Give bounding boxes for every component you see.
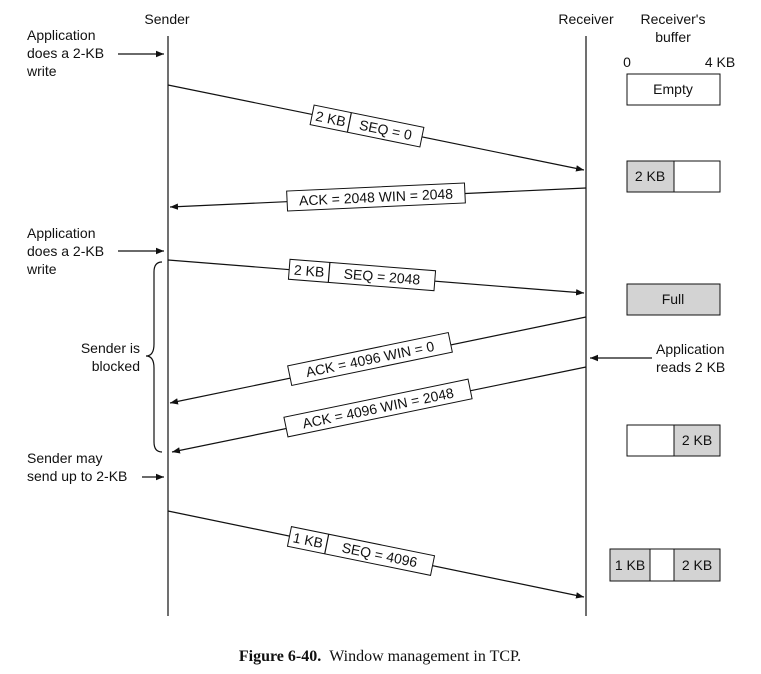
note-app-write-2: Application does a 2-KB write <box>26 225 164 277</box>
svg-text:2 KB: 2 KB <box>682 557 712 573</box>
seg2-size-label: 2 KB <box>293 262 325 280</box>
svg-text:2 KB: 2 KB <box>682 432 712 448</box>
message-segment-seq-2048: 2 KB SEQ = 2048 <box>167 258 585 296</box>
buffer-state-2kb: 2 KB <box>626 160 721 193</box>
note-sender-blocked: Sender is blocked <box>81 261 163 453</box>
seg3-seq-label: SEQ = 4096 <box>340 539 419 570</box>
buffer-state-empty: Empty <box>626 73 721 106</box>
blocked-brace <box>145 261 163 453</box>
figure-caption: Figure 6-40. Window management in TCP. <box>239 648 521 665</box>
message-ack-2048-win-2048: ACK = 2048 WIN = 2048 <box>169 182 587 212</box>
buffer-header-line2: buffer <box>655 29 691 45</box>
svg-text:Full: Full <box>662 291 685 307</box>
seg3-size-label: 1 KB <box>292 529 325 551</box>
buffer-scale-max: 4 KB <box>705 54 735 70</box>
svg-text:Application: Application <box>27 27 96 43</box>
svg-text:write: write <box>26 63 57 79</box>
sender-header: Sender <box>144 11 189 27</box>
svg-text:Sender is: Sender is <box>81 340 140 356</box>
note-app-write-1: Application does a 2-KB write <box>26 27 164 79</box>
svg-text:reads 2 KB: reads 2 KB <box>656 359 725 375</box>
message-segment-seq-0: 2 KB SEQ = 0 <box>167 84 585 172</box>
seg2-seq-label: SEQ = 2048 <box>343 266 421 288</box>
note-sender-may-send: Sender may send up to 2-KB <box>27 450 164 484</box>
buffer-state-2kb-right: 2 KB <box>626 424 721 457</box>
svg-text:send up to 2-KB: send up to 2-KB <box>27 468 127 484</box>
message-ack-4096-win-2048: ACK = 4096 WIN = 2048 <box>171 366 587 454</box>
buffer-scale-min: 0 <box>623 54 631 70</box>
note-app-reads: Application reads 2 KB <box>590 341 725 375</box>
svg-text:1 KB: 1 KB <box>615 557 645 573</box>
buffer-state-1kb-2kb: 1 KB 2 KB <box>609 548 721 582</box>
buffer-header-line1: Receiver's <box>641 11 706 27</box>
svg-text:does a 2-KB: does a 2-KB <box>27 243 104 259</box>
svg-text:Application: Application <box>27 225 96 241</box>
figure-caption-text: Window management in TCP. <box>329 648 521 665</box>
svg-text:2 KB: 2 KB <box>635 168 665 184</box>
svg-text:Sender may: Sender may <box>27 450 102 466</box>
message-segment-seq-4096: 1 KB SEQ = 4096 <box>167 510 585 599</box>
figure-caption-label: Figure 6-40. <box>239 648 321 665</box>
ack1-label: ACK = 2048 WIN = 2048 <box>299 186 454 209</box>
receiver-header: Receiver <box>558 11 614 27</box>
seg1-size-label: 2 KB <box>314 108 347 130</box>
svg-text:Application: Application <box>656 341 725 357</box>
svg-text:does a 2-KB: does a 2-KB <box>27 45 104 61</box>
svg-text:write: write <box>26 261 57 277</box>
message-ack-4096-win-0: ACK = 4096 WIN = 0 <box>169 316 587 405</box>
buffer-state-full: Full <box>626 283 721 316</box>
svg-text:Empty: Empty <box>653 81 693 97</box>
ack3-label: ACK = 4096 WIN = 2048 <box>301 384 455 431</box>
svg-text:blocked: blocked <box>92 358 140 374</box>
